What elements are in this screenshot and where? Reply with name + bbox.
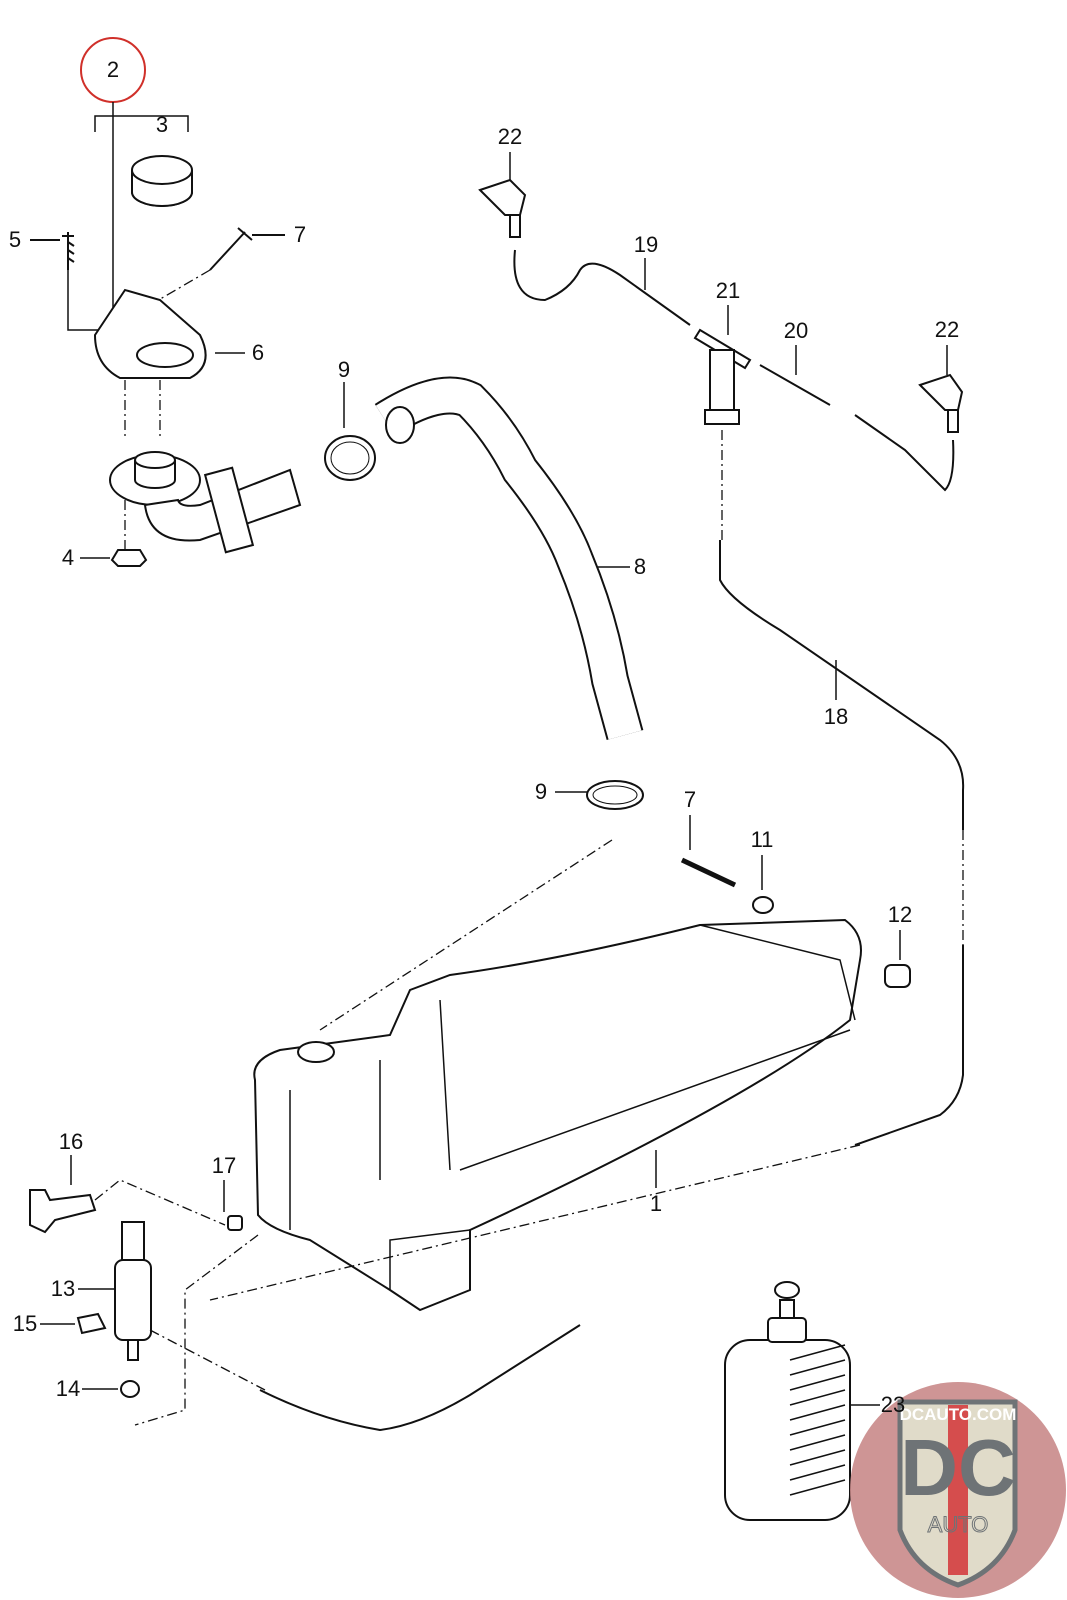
clamp-9-upper (324, 382, 376, 481)
spacer-12 (884, 964, 911, 988)
callout-12[interactable]: 12 (887, 902, 913, 927)
callout-7[interactable]: 7 (683, 787, 697, 812)
washer-11 (752, 896, 774, 914)
callout-13[interactable]: 13 (50, 1276, 76, 1301)
callout-2[interactable]: 2 (106, 57, 120, 82)
callout-9[interactable]: 9 (337, 357, 351, 382)
nut-4 (110, 549, 148, 567)
filler-cap (131, 155, 193, 207)
nozzle-22-left (478, 152, 527, 238)
callout-19[interactable]: 19 (633, 232, 659, 257)
hose-lower (259, 1324, 581, 1432)
pump-13 (114, 1221, 152, 1361)
grommet-16 (29, 1189, 97, 1234)
filler-neck (109, 451, 302, 554)
callout-11[interactable]: 11 (750, 827, 774, 852)
strainer-15 (76, 1312, 107, 1335)
fluid-bottle-23 (724, 1281, 880, 1521)
callout-21[interactable]: 21 (715, 278, 741, 303)
callout-22[interactable]: 22 (934, 317, 960, 342)
callout-5[interactable]: 5 (8, 227, 22, 252)
callout-16[interactable]: 16 (58, 1129, 84, 1154)
check-valve-21 (693, 305, 752, 425)
callout-17[interactable]: 17 (211, 1153, 237, 1178)
leader-5 (67, 270, 110, 331)
hose-19 (513, 249, 691, 326)
callout-18[interactable]: 18 (823, 704, 849, 729)
bracket-6 (93, 288, 245, 379)
callout-3[interactable]: 3 (155, 112, 169, 137)
bolt-7-lower (680, 857, 737, 888)
callout-8[interactable]: 8 (633, 554, 647, 579)
svg-text:DCAUTO.COM: DCAUTO.COM (900, 1405, 1017, 1424)
svg-text:DC: DC (900, 1423, 1016, 1512)
callout-15[interactable]: 15 (12, 1311, 38, 1336)
callout-14[interactable]: 14 (55, 1376, 81, 1401)
bracket-2 (94, 102, 189, 320)
washer-reservoir-1 (253, 918, 862, 1312)
hose-18-lower (854, 945, 964, 1146)
seal-14 (120, 1380, 140, 1398)
screw-5 (30, 232, 75, 270)
hose-20 (759, 364, 955, 492)
callout-1[interactable]: 1 (649, 1191, 663, 1216)
svg-text:AUTO: AUTO (928, 1512, 989, 1537)
hose-18 (719, 540, 965, 830)
dcauto-watermark-logo: DCAUTO.COM DC AUTO (850, 1382, 1066, 1598)
clamp-9-lower (555, 780, 644, 810)
callout-23[interactable]: 23 (880, 1392, 906, 1417)
nozzle-22-right (918, 345, 964, 433)
bolt-7 (209, 227, 285, 271)
callout-20[interactable]: 20 (783, 318, 809, 343)
callout-7[interactable]: 7 (293, 222, 307, 247)
callout-22[interactable]: 22 (497, 124, 523, 149)
callout-6[interactable]: 6 (251, 340, 265, 365)
callout-9[interactable]: 9 (534, 779, 548, 804)
callout-4[interactable]: 4 (61, 545, 75, 570)
grommet-17 (227, 1215, 243, 1231)
